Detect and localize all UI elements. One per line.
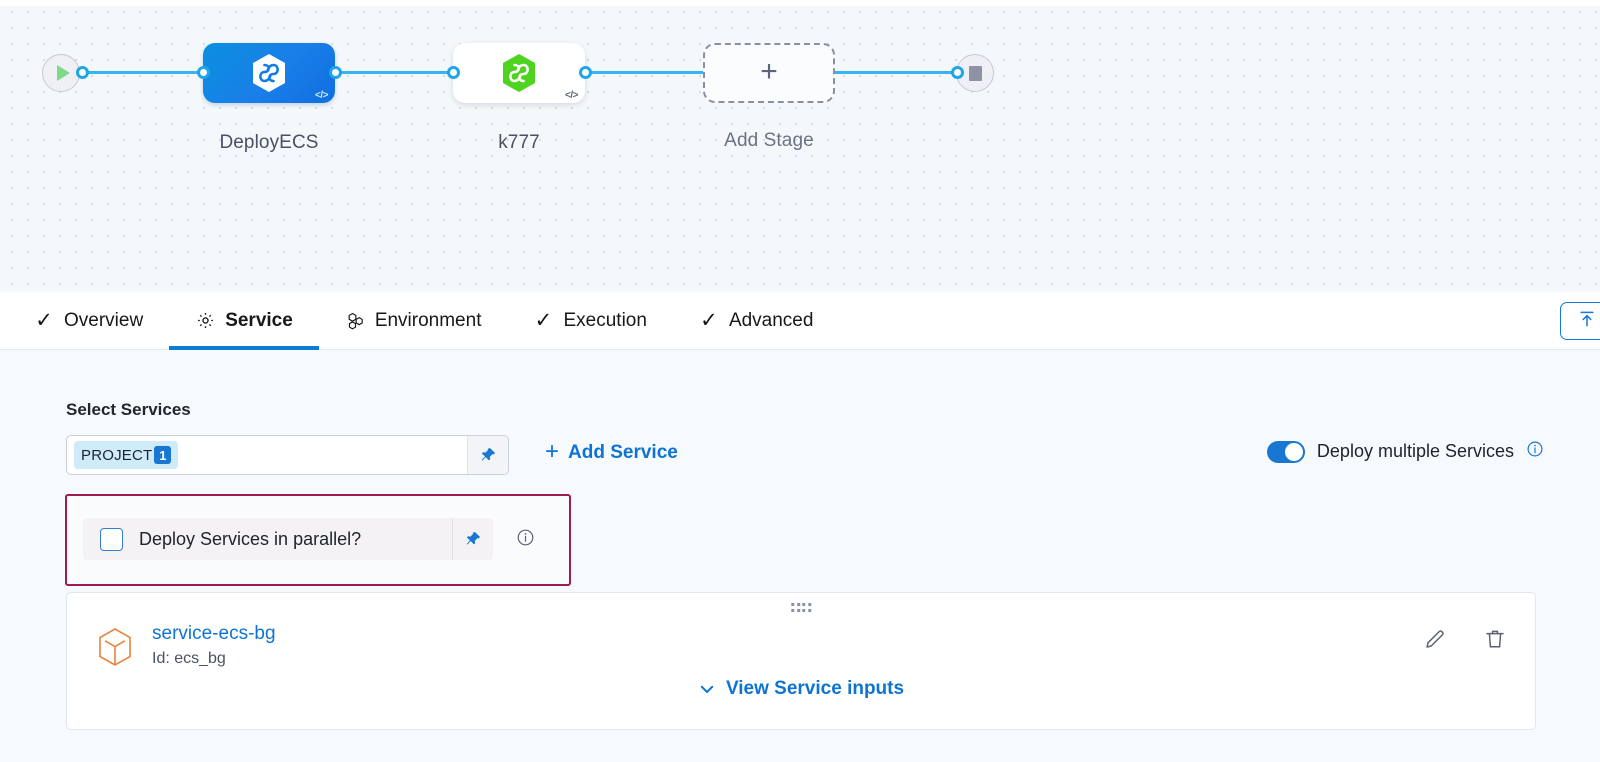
select-services-label: Select Services bbox=[66, 400, 191, 419]
gear-icon bbox=[195, 311, 215, 331]
check-icon: ✓ bbox=[35, 309, 53, 332]
plus-icon: + bbox=[545, 438, 560, 465]
add-stage-label: Add Stage bbox=[724, 130, 814, 151]
port-stage1-in[interactable] bbox=[197, 66, 210, 79]
save-button[interactable]: S bbox=[1559, 302, 1600, 340]
service-id-text: Id: ecs_bg bbox=[152, 650, 226, 667]
service-tab-content: Select Services PROJECT 1 + Add Service … bbox=[0, 350, 1600, 762]
pin-button[interactable] bbox=[452, 518, 493, 560]
deploy-parallel-label: Deploy Services in parallel? bbox=[139, 528, 362, 549]
add-stage-button[interactable]: + bbox=[703, 43, 835, 103]
port-start-out[interactable] bbox=[76, 66, 89, 79]
view-service-inputs-label: View Service inputs bbox=[725, 678, 905, 699]
port-stage2-out[interactable] bbox=[579, 66, 592, 79]
deploy-parallel-highlight-box: Deploy Services in parallel? bbox=[65, 494, 571, 586]
port-stage1-out[interactable] bbox=[329, 66, 342, 79]
deploy-parallel-row[interactable]: Deploy Services in parallel? bbox=[83, 518, 493, 560]
check-icon: ✓ bbox=[700, 309, 718, 332]
project-scope-chip[interactable]: PROJECT 1 bbox=[74, 441, 179, 469]
port-end-in[interactable] bbox=[951, 66, 964, 79]
stop-icon bbox=[968, 65, 982, 81]
trash-icon[interactable] bbox=[1483, 627, 1507, 656]
port-stage2-in[interactable] bbox=[447, 66, 460, 79]
add-service-label: Add Service bbox=[568, 442, 678, 463]
deploy-multiple-services-toggle[interactable] bbox=[1266, 440, 1305, 463]
tab-label: Overview bbox=[64, 309, 144, 331]
pin-icon bbox=[481, 447, 496, 461]
stage-config-tabbar: ✓ Overview Service Environment ✓ Executi… bbox=[0, 292, 1600, 350]
stage-label-deployecs: DeployECS bbox=[219, 132, 319, 153]
edge-stage1-to-stage2 bbox=[330, 71, 458, 74]
view-service-inputs-button[interactable]: View Service inputs bbox=[67, 678, 1535, 700]
service-card-actions bbox=[1423, 627, 1507, 656]
chevron-down-icon bbox=[698, 680, 716, 698]
tab-service[interactable]: Service bbox=[169, 292, 319, 350]
pipeline-canvas[interactable]: </> DeployECS </> k777 + Add Stage bbox=[0, 0, 1600, 292]
service-name-link[interactable]: service-ecs-bg bbox=[152, 623, 276, 644]
canvas-top-strip bbox=[0, 0, 1600, 6]
stage-node-k777[interactable]: </> bbox=[453, 43, 585, 103]
plus-icon: + bbox=[760, 55, 778, 88]
info-icon[interactable] bbox=[516, 528, 535, 552]
pin-icon bbox=[466, 531, 481, 545]
deploy-multiple-services-label: Deploy multiple Services bbox=[1316, 441, 1514, 461]
edge-addstage-to-end bbox=[828, 71, 960, 74]
deploy-parallel-checkbox[interactable] bbox=[100, 527, 123, 551]
tab-overview[interactable]: ✓ Overview bbox=[0, 292, 169, 350]
check-icon: ✓ bbox=[534, 309, 553, 332]
chip-label: PROJECT bbox=[81, 446, 153, 464]
pin-button[interactable] bbox=[467, 436, 508, 474]
tab-advanced[interactable]: ✓ Advanced bbox=[673, 292, 840, 350]
pipeline-start-node[interactable] bbox=[42, 54, 80, 92]
info-icon[interactable] bbox=[1526, 440, 1544, 463]
infrastructure-hexagons-icon bbox=[345, 311, 365, 331]
stage-code-badge[interactable]: </> bbox=[315, 90, 328, 101]
tab-environment[interactable]: Environment bbox=[319, 292, 508, 350]
chip-count-badge: 1 bbox=[154, 446, 172, 464]
stage-label-k777: k777 bbox=[498, 132, 540, 153]
drag-handle-icon[interactable] bbox=[791, 603, 811, 612]
save-upload-icon bbox=[1577, 309, 1597, 334]
toggle-knob bbox=[1284, 442, 1303, 461]
tab-label: Service bbox=[225, 309, 293, 331]
pencil-icon[interactable] bbox=[1423, 627, 1447, 656]
service-card: service-ecs-bg Id: ecs_bg bbox=[66, 592, 1536, 730]
edge-stage2-to-addstage bbox=[580, 71, 710, 74]
edge-start-to-stage1 bbox=[78, 71, 208, 74]
deploy-multiple-services-row: Deploy multiple Services bbox=[1266, 440, 1544, 463]
play-icon bbox=[56, 65, 70, 81]
stage-node-deployecs[interactable]: </> bbox=[203, 43, 335, 103]
harness-hexagon-icon bbox=[253, 54, 285, 92]
service-cube-icon bbox=[97, 627, 133, 672]
add-service-button[interactable]: + Add Service bbox=[545, 438, 678, 465]
harness-hexagon-green-icon bbox=[503, 54, 535, 92]
stage-code-badge[interactable]: </> bbox=[565, 90, 578, 101]
tab-label: Execution bbox=[563, 309, 647, 331]
tab-label: Advanced bbox=[728, 309, 814, 331]
tab-label: Environment bbox=[374, 309, 482, 331]
select-services-field[interactable]: PROJECT 1 bbox=[66, 435, 509, 475]
tab-execution[interactable]: ✓ Execution bbox=[507, 292, 672, 350]
